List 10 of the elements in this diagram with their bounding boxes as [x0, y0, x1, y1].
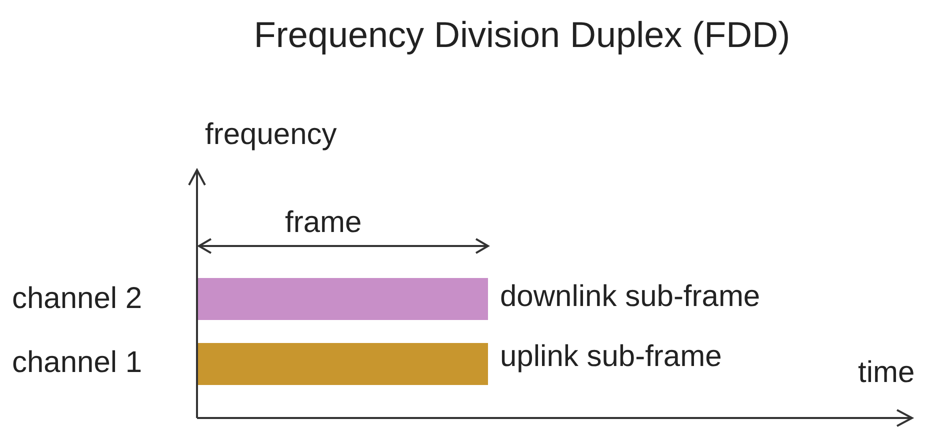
bar — [198, 343, 488, 385]
channel-label: channel 2 — [12, 282, 142, 316]
axis-label: time — [858, 356, 915, 390]
bar-caption: uplink sub-frame — [500, 340, 722, 374]
title: Frequency Division Duplex (FDD) — [252, 18, 792, 52]
bar — [198, 278, 488, 320]
axis-label: frequency — [205, 118, 337, 152]
bar-caption: downlink sub-frame — [500, 280, 760, 314]
dimension-label: frame — [285, 206, 362, 240]
channel-label: channel 1 — [12, 346, 142, 380]
